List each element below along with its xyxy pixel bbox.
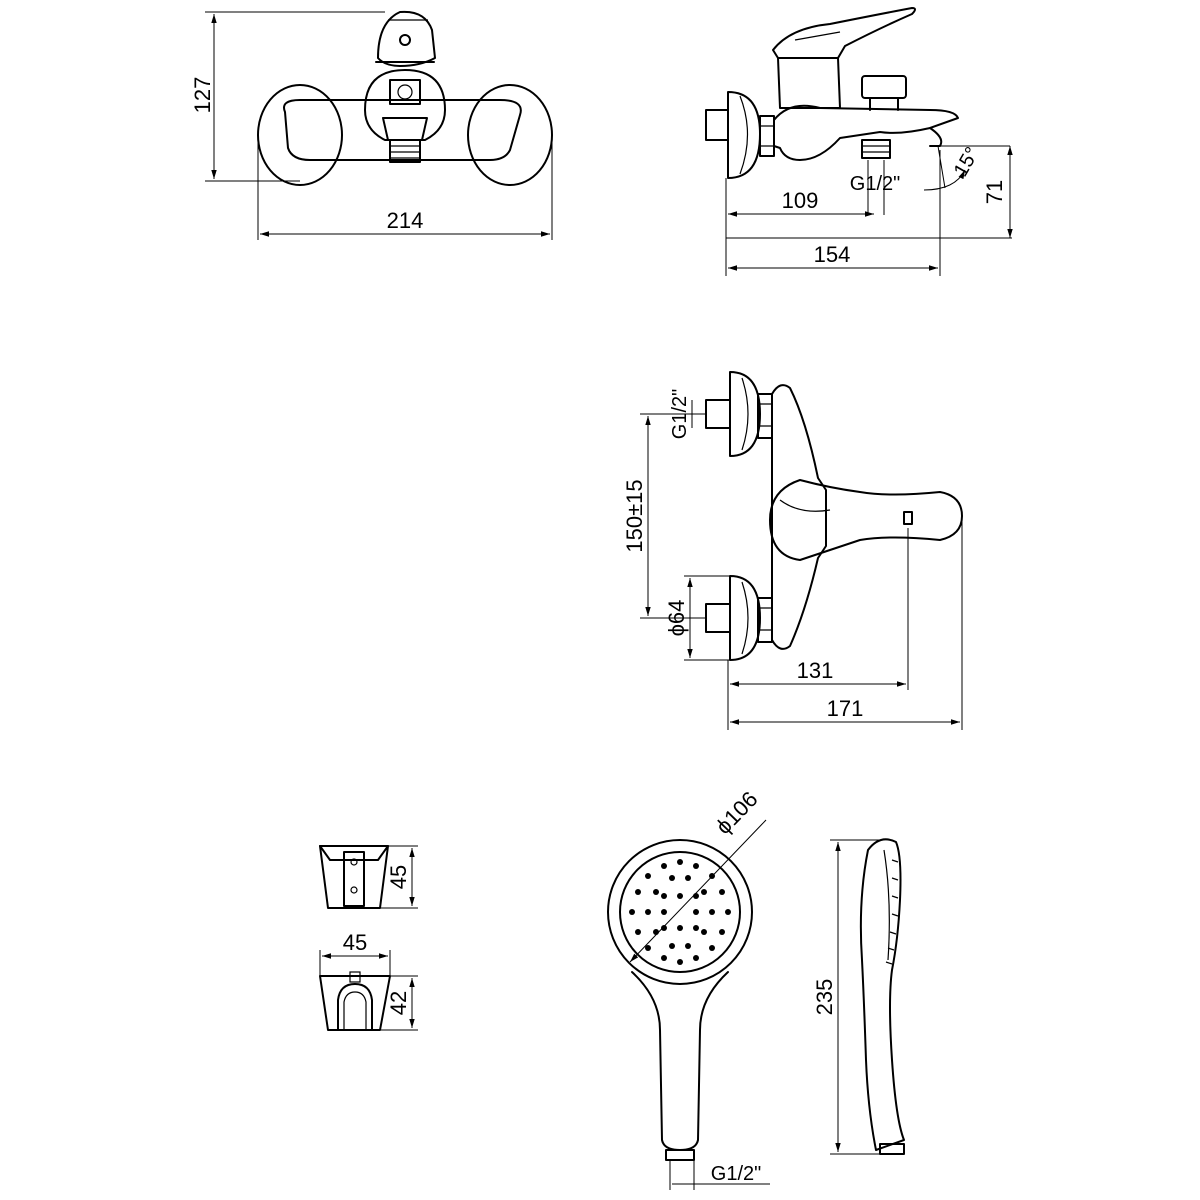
holder-width-label: 45 xyxy=(343,930,367,955)
shower-length-label: 235 xyxy=(812,979,837,1016)
side-view: G1/2" 15° 71 109 154 xyxy=(705,7,1013,276)
side-spout-height-label: 71 xyxy=(982,180,1007,204)
side-depth-label: 154 xyxy=(814,242,851,267)
hand-shower-side-view: 235 xyxy=(812,838,905,1155)
top-total-depth-label: 171 xyxy=(827,696,864,721)
top-spacing-label: 150±15 xyxy=(622,479,647,552)
side-angle-label: 15° xyxy=(950,143,984,180)
shower-thread-label: G1/2" xyxy=(711,1163,761,1185)
holder-top-view: 45 42 xyxy=(319,930,418,1031)
nozzle-dots xyxy=(629,859,731,965)
hand-shower-front-view: ϕ106 G1/2" xyxy=(607,786,770,1190)
front-height-label: 127 xyxy=(190,77,215,114)
holder-height-label: 45 xyxy=(386,865,411,889)
top-view: G1/2" 150±15 ϕ64 131 171 xyxy=(622,371,963,730)
holder-front-view: 45 xyxy=(319,845,418,909)
side-thread-label: G1/2" xyxy=(850,173,900,195)
side-inlet-offset-label: 109 xyxy=(782,188,819,213)
front-view: 127 214 xyxy=(190,10,553,240)
holder-depth-label: 42 xyxy=(386,991,411,1015)
top-flange-label: ϕ64 xyxy=(664,600,689,637)
front-width-label: 214 xyxy=(387,208,424,233)
top-handle-reach-label: 131 xyxy=(797,658,834,683)
